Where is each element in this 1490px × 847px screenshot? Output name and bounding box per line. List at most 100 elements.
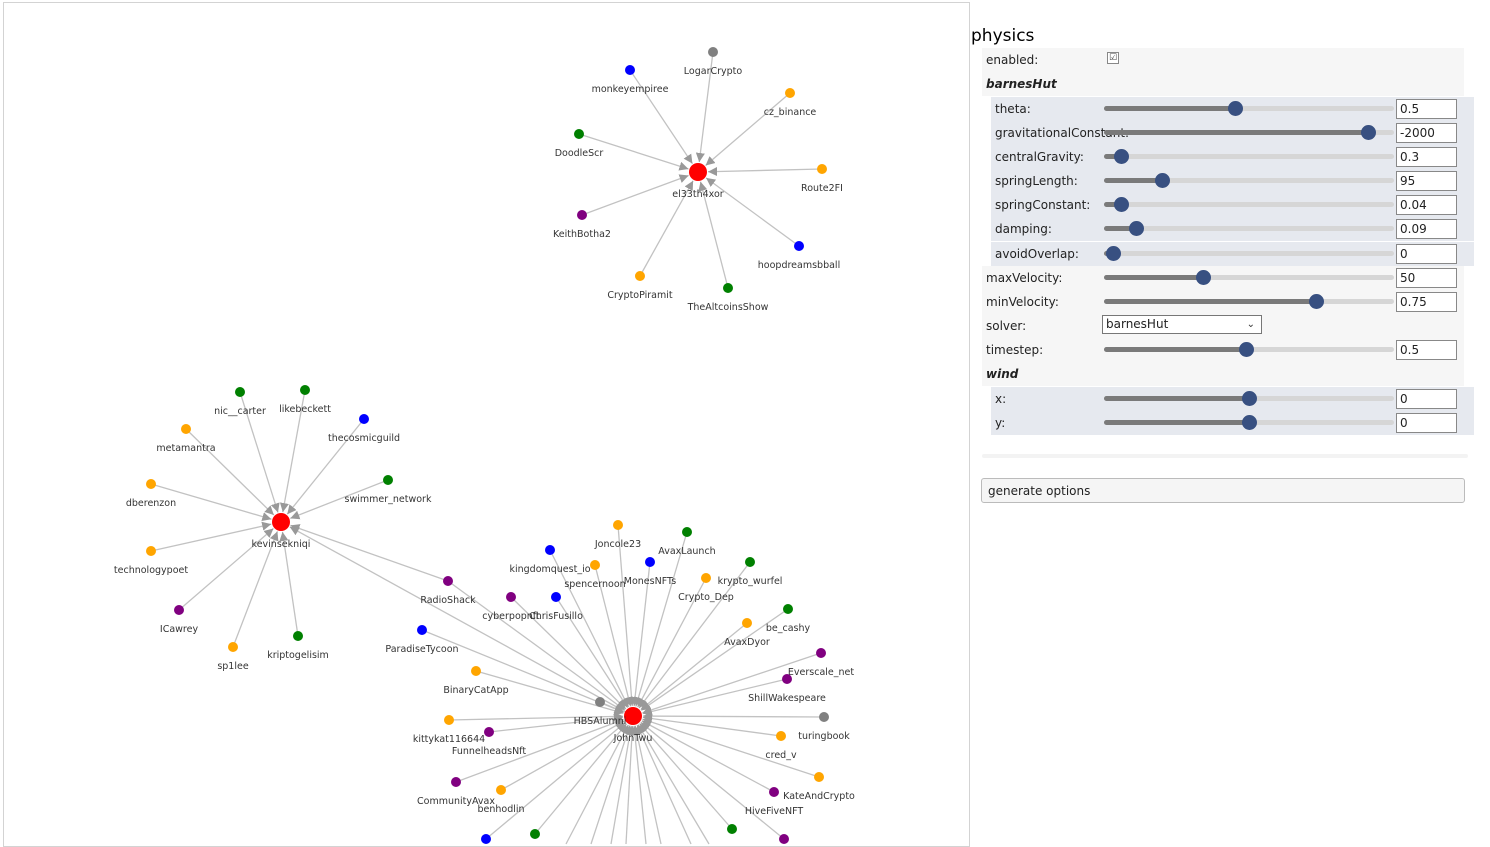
node-n_p1[interactable] <box>779 834 789 844</box>
node-cred_v[interactable] <box>776 731 786 741</box>
slider-knob[interactable] <box>1227 101 1243 116</box>
slider-maxVelocity[interactable] <box>1104 270 1394 285</box>
node-label-MonesNFTs: MonesNFTs <box>624 576 676 587</box>
value-input-minVelocity[interactable]: 0.75 <box>1396 292 1457 312</box>
node-label-be_cashy: be_cashy <box>766 623 811 634</box>
slider-avoidOverlap[interactable] <box>1104 246 1394 261</box>
slider-knob[interactable] <box>1114 197 1130 212</box>
value-input-damping[interactable]: 0.09 <box>1396 219 1457 239</box>
node-CommunityAvax[interactable] <box>451 777 461 787</box>
solver-select[interactable]: barnesHut ⌄ <box>1102 315 1262 334</box>
slider-timestep[interactable] <box>1104 342 1394 357</box>
slider-knob[interactable] <box>1242 391 1257 406</box>
node-CryptoPiramit[interactable] <box>635 271 645 281</box>
node-AvaxDyor[interactable] <box>742 618 752 628</box>
value-input-springLength[interactable]: 95 <box>1396 171 1457 191</box>
value-input-maxVelocity[interactable]: 50 <box>1396 268 1457 288</box>
node-KeithBotha2[interactable] <box>577 210 587 220</box>
node-FunnelheadsNft[interactable] <box>484 727 494 737</box>
node-ICawrey[interactable] <box>174 605 184 615</box>
node-MonesNFTs[interactable] <box>645 557 655 567</box>
slider-knob[interactable] <box>1239 342 1255 357</box>
node-turingbook[interactable] <box>819 712 829 722</box>
node-RadioShack[interactable] <box>443 576 453 586</box>
value-input-avoidOverlap[interactable]: 0 <box>1396 244 1457 264</box>
node-Route2FI[interactable] <box>817 164 827 174</box>
node-kittykat116644[interactable] <box>444 715 454 725</box>
node-ShillWakespeare[interactable] <box>782 674 792 684</box>
node-KateAndCrypto[interactable] <box>814 772 824 782</box>
network-graph-svg[interactable]: el33th4xorLogarCryptomonkeyempireecz_bin… <box>3 2 970 846</box>
node-dberenzon[interactable] <box>146 479 156 489</box>
slider-wind-y[interactable] <box>1104 415 1394 430</box>
slider-gravitationalConstant[interactable] <box>1104 125 1394 140</box>
value-input-wind-y[interactable]: 0 <box>1396 413 1457 433</box>
node-n_g2[interactable] <box>727 824 737 834</box>
node-label-KateAndCrypto: KateAndCrypto <box>783 791 855 802</box>
node-HBSAlumni[interactable] <box>595 697 605 707</box>
slider-wind-x[interactable] <box>1104 391 1394 406</box>
node-label-thecosmicguild: thecosmicguild <box>328 433 400 444</box>
slider-knob[interactable] <box>1105 246 1121 261</box>
node-Joncole23[interactable] <box>613 520 623 530</box>
node-thecosmicguild[interactable] <box>359 414 369 424</box>
node-cz_binance[interactable] <box>785 88 795 98</box>
node-nic__carter[interactable] <box>235 387 245 397</box>
node-Everscale_net[interactable] <box>816 648 826 658</box>
node-technologypoet[interactable] <box>146 546 156 556</box>
node-label-FunnelheadsNft: FunnelheadsNft <box>452 746 526 757</box>
node-n_g1[interactable] <box>530 829 540 839</box>
node-be_cashy[interactable] <box>783 604 793 614</box>
node-TheAltcoinsShow[interactable] <box>723 283 733 293</box>
slider-knob[interactable] <box>1360 125 1376 140</box>
value-input-gravitationalConstant[interactable]: -2000 <box>1396 123 1457 143</box>
slider-centralGravity[interactable] <box>1104 149 1394 164</box>
generate-options-button[interactable]: generate options <box>981 478 1465 503</box>
node-HiveFiveNFT[interactable] <box>769 787 779 797</box>
slider-knob[interactable] <box>1128 221 1144 236</box>
node-kevinsekniqi[interactable] <box>272 513 290 531</box>
node-BinaryCatApp[interactable] <box>471 666 481 676</box>
slider-knob[interactable] <box>1155 173 1170 188</box>
node-n_b1[interactable] <box>481 834 491 844</box>
node-likebeckett[interactable] <box>300 385 310 395</box>
node-kingdomquest_io[interactable] <box>545 545 555 555</box>
node-metamantra[interactable] <box>181 424 191 434</box>
slider-minVelocity[interactable] <box>1104 294 1394 309</box>
enabled-checkbox[interactable]: ☑ <box>1107 52 1119 64</box>
node-spencernoon[interactable] <box>590 560 600 570</box>
slider-knob[interactable] <box>1308 294 1324 309</box>
node-monkeyempiree[interactable] <box>625 65 635 75</box>
node-ParadiseTycoon[interactable] <box>417 625 427 635</box>
node-swimmer_network[interactable] <box>383 475 393 485</box>
value-input-wind-x[interactable]: 0 <box>1396 389 1457 409</box>
node-cyberpopnft[interactable] <box>506 592 516 602</box>
slider-theta[interactable] <box>1104 101 1394 116</box>
node-el33th4xor[interactable] <box>689 163 707 181</box>
slider-knob[interactable] <box>1195 270 1211 285</box>
slider-springConstant[interactable] <box>1104 197 1394 212</box>
slider-springLength[interactable] <box>1104 173 1394 188</box>
slider-knob[interactable] <box>1114 149 1130 164</box>
node-DoodleScr[interactable] <box>574 129 584 139</box>
value-input-springConstant[interactable]: 0.04 <box>1396 195 1457 215</box>
value-input-centralGravity[interactable]: 0.3 <box>1396 147 1457 167</box>
node-ChrisFusillo[interactable] <box>551 592 561 602</box>
node-sp1lee[interactable] <box>228 642 238 652</box>
node-benhodlin[interactable] <box>496 785 506 795</box>
node-krypto_wurfel[interactable] <box>745 557 755 567</box>
node-JohnTwu[interactable] <box>624 707 642 725</box>
node-hoopdreamsbball[interactable] <box>794 241 804 251</box>
node-AvaxLaunch[interactable] <box>682 527 692 537</box>
node-LogarCrypto[interactable] <box>708 47 718 57</box>
edge-CommunityAvax-JohnTwu <box>455 718 624 783</box>
node-kriptogelisim[interactable] <box>293 631 303 641</box>
value-input-theta[interactable]: 0.5 <box>1396 99 1457 119</box>
slider-damping[interactable] <box>1104 221 1394 236</box>
node-Crypto_Dep[interactable] <box>701 573 711 583</box>
value-input-timestep[interactable]: 0.5 <box>1396 340 1457 360</box>
node-label-nic__carter: nic__carter <box>214 406 266 417</box>
slider-knob[interactable] <box>1242 415 1257 430</box>
node-label-monkeyempiree: monkeyempiree <box>592 84 669 95</box>
